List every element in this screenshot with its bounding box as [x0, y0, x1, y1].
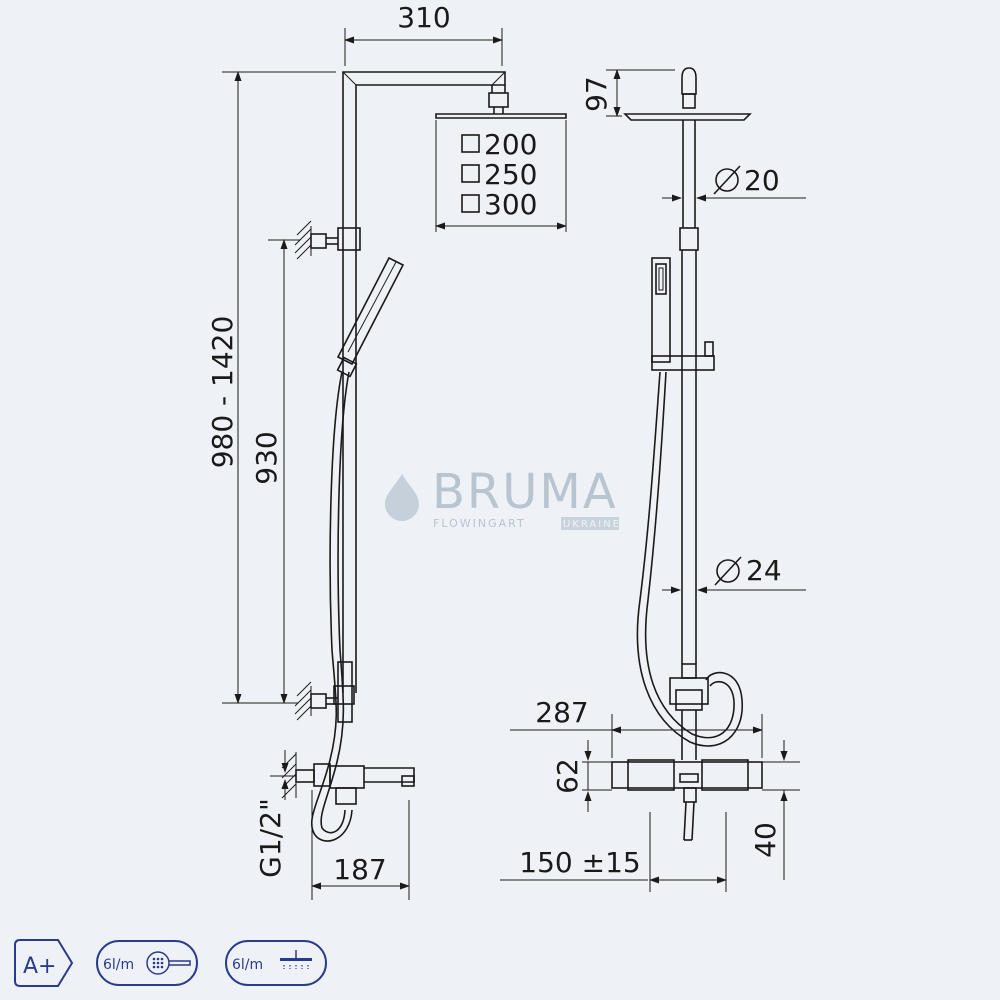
dim-spout-depth: 187	[333, 853, 386, 886]
shower-head-side	[435, 113, 567, 119]
dim-head-width: 310	[397, 1, 450, 34]
head-connector	[488, 92, 509, 114]
thermostat-front	[611, 759, 763, 841]
water-drop-icon	[385, 474, 419, 521]
dim-connection-thread: G1/2"	[254, 798, 287, 878]
dim-rod-lower-diameter: 24	[746, 554, 782, 587]
watermark-region: UKRAINE	[563, 519, 621, 530]
dim-thermostat-width: 287	[535, 696, 588, 729]
head-size-250: 250	[484, 158, 537, 191]
upper-wall-bracket	[294, 220, 361, 260]
watermark-tagline: FLOWINGART	[433, 517, 526, 530]
energy-class-badge: A+	[14, 939, 74, 987]
head-size-300: 300	[484, 188, 537, 221]
square-symbol-icon	[461, 194, 480, 213]
hand-shower-flow-badge: 6l/m	[96, 940, 198, 986]
front-view: 97 20 24 287 62 40	[500, 67, 806, 892]
hand-shower-flow-label: 6l/m	[103, 957, 134, 973]
dim-bracket-spacing: 930	[250, 431, 283, 484]
dim-thermostat-height: 62	[551, 758, 584, 794]
rain-shower-icon	[280, 950, 312, 969]
side-view: 200 250 300 310	[206, 1, 567, 900]
dim-head-height: 97	[580, 76, 613, 112]
dim-pipe-length: 40	[749, 822, 782, 858]
watermark: BRUMA FLOWINGART UKRAINE	[385, 464, 621, 530]
lower-wall-bracket	[294, 661, 355, 723]
hand-shower-front	[651, 257, 715, 371]
shower-head-front	[623, 113, 752, 121]
dim-total-height: 980 - 1420	[206, 316, 239, 469]
overhead-arm	[342, 71, 506, 693]
hose-front	[636, 371, 743, 747]
square-symbol-icon	[461, 134, 480, 153]
energy-class-label: A+	[23, 954, 56, 979]
square-symbol-icon	[461, 164, 480, 183]
head-size-options: 200 250 300	[461, 128, 537, 221]
head-size-200: 200	[484, 128, 537, 161]
head-shower-flow-label: 6l/m	[232, 957, 263, 973]
hand-shower-side	[336, 256, 405, 378]
dim-rod-upper-diameter: 20	[744, 164, 780, 197]
dim-connection-spacing: 150 ±15	[519, 846, 640, 879]
hose-side	[310, 371, 353, 842]
mixer-side	[281, 752, 415, 805]
diverter-front	[669, 663, 709, 760]
head-shower-flow-badge: 6l/m	[225, 940, 327, 986]
hand-shower-icon	[146, 951, 191, 975]
watermark-brand: BRUMA	[432, 464, 618, 520]
